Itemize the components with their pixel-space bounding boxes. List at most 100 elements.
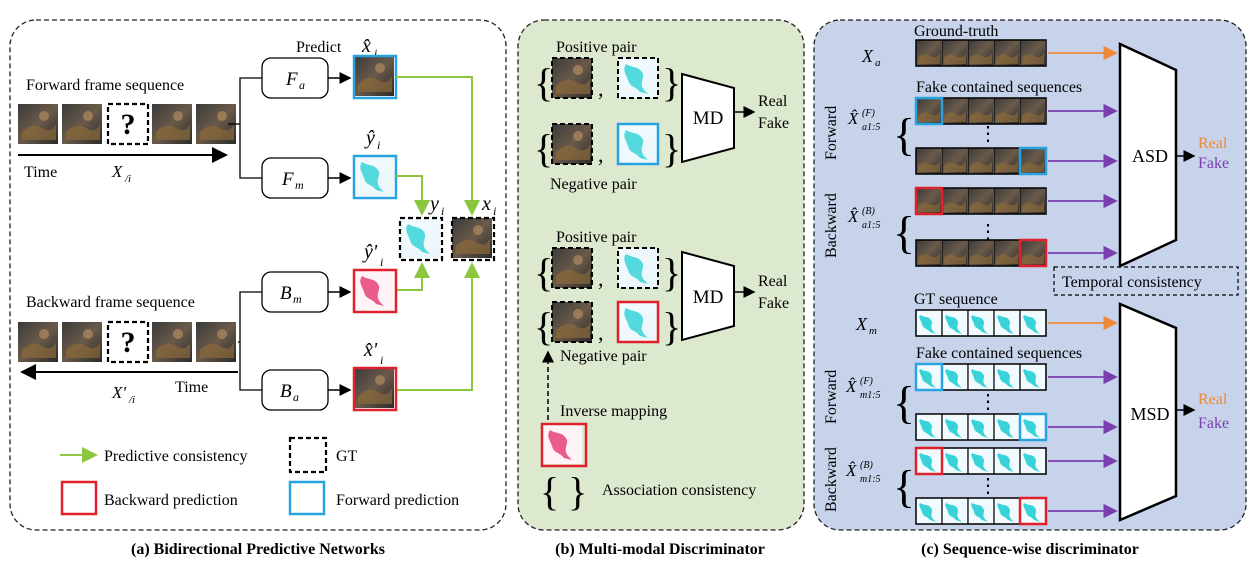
fake-contained-label-1: Fake contained sequences — [916, 79, 1082, 96]
comma-1: , — [598, 76, 604, 101]
inverse-mapping-label: Inverse mapping — [560, 403, 667, 420]
asd-real: Real — [1198, 135, 1228, 152]
caption-a: (a) Bidirectional Predictive Networks — [131, 541, 385, 558]
assoc-brace-right: } — [568, 469, 587, 514]
y-hat-i-sub: i — [377, 138, 380, 152]
missing-frame-mark-2: ? — [121, 326, 136, 359]
positive-pair-2: Positive pair — [556, 229, 637, 246]
legend-forward-box — [288, 480, 326, 516]
fake-contained-label-2: Fake contained sequences — [916, 345, 1082, 362]
positive-pair-1: Positive pair — [556, 39, 637, 56]
y-i-sub: i — [441, 204, 444, 218]
asd-forward-seq-last — [915, 146, 1118, 176]
legend-backward-box — [60, 480, 98, 516]
x-i-sub: i — [493, 204, 496, 218]
backward-label-asd: Backward — [823, 193, 840, 258]
brace-left-4: { — [534, 304, 553, 349]
backward-pred-frame — [352, 366, 398, 412]
negative-pair-1: Negative pair — [550, 176, 637, 193]
xm-b-sup: (B) — [860, 460, 873, 471]
asd-backward-dots: ⋮ — [978, 221, 998, 243]
x-slash-i-label: X — [111, 162, 123, 181]
module-ba-label: B — [280, 381, 292, 402]
md-discriminator-2 — [681, 250, 735, 342]
gt-flow-box — [398, 216, 444, 262]
msd-forward-seq-first — [914, 362, 1118, 392]
md-fake-2: Fake — [758, 295, 789, 312]
missing-frame-mark: ? — [121, 108, 136, 141]
xm-f-sub: m1:5 — [860, 390, 881, 401]
md-real-1: Real — [758, 93, 788, 110]
asd-gt-sequence — [915, 39, 1118, 67]
msd-real: Real — [1198, 391, 1228, 408]
comma-2: , — [598, 142, 604, 167]
legend-predictive: Predictive consistency — [104, 448, 248, 465]
inverse-mapping-flow — [540, 422, 588, 468]
caption-b: (b) Multi-modal Discriminator — [555, 541, 765, 558]
caption-c: (c) Sequence-wise discriminator — [921, 541, 1139, 558]
module-bm-label: B — [280, 283, 292, 304]
negative-pair-2: Negative pair — [560, 348, 647, 365]
xa-symbol: X — [861, 46, 874, 66]
xa-f-symbol: X̂ — [847, 109, 859, 128]
time-forward-label: Time — [24, 164, 57, 181]
md-label-1: MD — [693, 108, 724, 129]
x-hat-prime-label: x̂' — [363, 339, 378, 361]
pair3-flow — [617, 247, 659, 289]
msd-discriminator — [1118, 302, 1178, 522]
pair2-flow — [616, 122, 660, 166]
asd-fake: Fake — [1198, 155, 1229, 172]
md-label-2: MD — [693, 287, 724, 308]
x-hat-prime-sub: i — [380, 353, 383, 367]
msd-backward-seq-last — [915, 496, 1118, 526]
y-hat-prime-label: ŷ' — [362, 241, 378, 263]
pair1-frame — [551, 57, 593, 99]
module-ba-sub: a — [293, 390, 299, 404]
xa-b-symbol: X̂ — [847, 207, 859, 226]
backward-label-msd: Backward — [823, 447, 840, 512]
x-hat-i-label: x̂ — [361, 35, 371, 57]
brace-left-3: { — [534, 250, 553, 295]
forward-sequence-label: Forward frame sequence — [26, 77, 184, 94]
x-slash-i-sub: /i — [124, 173, 131, 185]
asd-backward-brace: { — [893, 207, 915, 258]
y-hat-i-label: ŷ — [364, 127, 375, 149]
temporal-consistency-box — [1053, 266, 1239, 296]
legend-gt: GT — [336, 448, 358, 465]
forward-label-asd: Forward — [823, 106, 840, 160]
predict-label: Predict — [296, 39, 342, 56]
brace-right-4: } — [662, 304, 681, 349]
x-hat-i-sub: i — [374, 46, 377, 60]
brace-right-3: } — [662, 250, 681, 295]
forward-label-msd: Forward — [823, 370, 840, 424]
legend-gt-box — [288, 436, 328, 474]
module-fa-label: F — [285, 69, 298, 90]
xm-sub: m — [869, 325, 877, 337]
temporal-consistency-label: Temporal consistency — [1062, 274, 1202, 291]
msd-backward-brace: { — [893, 461, 915, 512]
y-hat-prime-sub: i — [380, 255, 383, 269]
comma-3: , — [598, 266, 604, 291]
comma-4: , — [598, 320, 604, 345]
msd-backward-dots: ⋮ — [978, 475, 998, 497]
association-label: Association consistency — [602, 482, 756, 499]
msd-label: MSD — [1130, 404, 1169, 424]
brace-right-1: } — [662, 60, 681, 105]
pair2-frame — [551, 123, 593, 165]
asd-forward-dots: ⋮ — [978, 123, 998, 145]
msd-forward-brace: { — [893, 377, 915, 428]
pair3-frame — [551, 247, 593, 289]
legend-forward: Forward prediction — [336, 492, 459, 509]
legend-backward: Backward prediction — [104, 492, 238, 509]
x-slash-i-prime-sub: /i — [128, 394, 135, 406]
xm-f-sup: (F) — [860, 376, 873, 387]
md-fake-1: Fake — [758, 115, 789, 132]
xa-f-sub: a1:5 — [862, 122, 880, 133]
time-backward-label: Time — [175, 379, 208, 396]
asd-discriminator — [1118, 42, 1178, 268]
pair1-flow — [617, 57, 659, 99]
asd-forward-seq-first — [914, 96, 1118, 126]
forward-frame-sequence: ? — [18, 102, 236, 146]
